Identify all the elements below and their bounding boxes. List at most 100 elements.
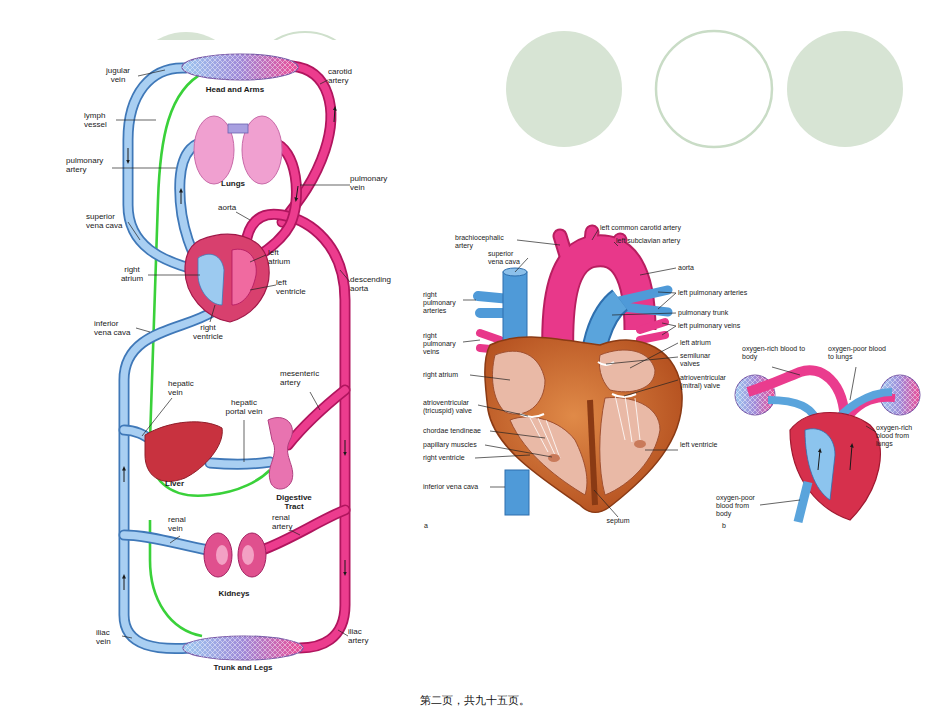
part-label: carotid artery bbox=[328, 68, 364, 86]
heart-organ bbox=[232, 249, 256, 305]
lungs-organ bbox=[228, 124, 248, 133]
digestive-organ bbox=[268, 418, 293, 489]
leader-line bbox=[210, 305, 215, 322]
leader-line bbox=[244, 420, 245, 462]
flow-arrow bbox=[128, 148, 129, 162]
leader-line bbox=[470, 375, 510, 380]
part-label: atrioventricular (tricuspid) valve bbox=[423, 399, 487, 415]
organ-name: Trunk and Legs bbox=[198, 664, 288, 673]
artery-vessel bbox=[262, 510, 345, 550]
heart-anatomy bbox=[520, 362, 636, 417]
part-label: superior vena cava bbox=[86, 213, 128, 231]
capillary-bed bbox=[182, 54, 303, 660]
leader-line bbox=[490, 487, 505, 488]
liver-organ bbox=[145, 422, 222, 482]
kidney-organ bbox=[216, 545, 228, 565]
leader-line bbox=[594, 490, 618, 517]
flow-schematic bbox=[866, 426, 876, 432]
leader-line bbox=[475, 455, 530, 458]
organ-name: Kidneys bbox=[212, 590, 256, 599]
artery-vessel bbox=[282, 66, 331, 222]
part-label: right atrium bbox=[116, 266, 148, 284]
part-label: right pulmonary veins bbox=[423, 332, 463, 355]
image-panel bbox=[68, 40, 368, 678]
leader-line bbox=[463, 340, 480, 342]
leader-line bbox=[116, 120, 156, 121]
part-label: left pulmonary arteries bbox=[678, 289, 788, 297]
leader-line bbox=[300, 185, 350, 186]
part-label: lymph vessel bbox=[84, 112, 116, 130]
leader-line bbox=[250, 255, 266, 262]
part-label: right ventricle bbox=[423, 454, 503, 462]
leader-line bbox=[142, 398, 172, 436]
part-label: descending aorta bbox=[350, 276, 400, 294]
part-label: iliac artery bbox=[348, 628, 380, 646]
part-label: atrioventricular (mitral) valve bbox=[680, 374, 744, 390]
organ-name: Liver bbox=[165, 480, 195, 489]
part-label: aorta bbox=[218, 204, 248, 213]
leader-line bbox=[463, 300, 476, 301]
flow-arrow bbox=[124, 108, 345, 590]
part-label: right ventricle bbox=[188, 324, 228, 342]
vein-vessel bbox=[124, 535, 208, 550]
vein-vessel bbox=[210, 462, 270, 464]
part-label: pulmonary trunk bbox=[678, 309, 758, 317]
part-label: left ventricle bbox=[276, 279, 316, 297]
organ-name: Digestive Tract bbox=[270, 494, 318, 512]
leader-line bbox=[250, 285, 276, 290]
part-label: oxygen-poor blood from body bbox=[716, 494, 762, 517]
capillary-bed bbox=[182, 54, 298, 80]
part-label: renal artery bbox=[272, 514, 304, 532]
part-label: semilunar valves bbox=[680, 352, 720, 368]
part-label: inferior vena cava bbox=[94, 320, 136, 338]
page-caption: 第二页，共九十五页。 bbox=[0, 693, 950, 708]
flow-arrow bbox=[334, 108, 335, 122]
flow-schematic bbox=[850, 367, 856, 400]
part-label: hepatic portal vein bbox=[222, 399, 266, 417]
artery-vessel bbox=[262, 510, 345, 550]
part-label: papillary muscles bbox=[423, 441, 503, 449]
part-label: oxygen-poor blood to lungs bbox=[828, 345, 892, 361]
part-label: right atrium bbox=[423, 371, 483, 379]
slide-decor bbox=[506, 31, 622, 147]
part-label: oxygen-rich blood to body bbox=[742, 345, 806, 361]
artery-vessel bbox=[282, 66, 331, 222]
kidney-organ bbox=[242, 545, 254, 565]
organ-name: Lungs bbox=[215, 180, 251, 189]
heart-organ bbox=[198, 254, 224, 305]
heart-anatomy bbox=[548, 454, 560, 462]
part-label: left ventricle bbox=[680, 441, 720, 449]
part-label: left atrium bbox=[268, 249, 298, 267]
leader-line bbox=[236, 212, 250, 220]
flow-arrow bbox=[124, 576, 125, 590]
capillary-bed bbox=[182, 54, 298, 80]
heart-anatomy bbox=[600, 397, 660, 495]
heart-anatomy bbox=[505, 470, 529, 515]
part-label: jugular vein bbox=[100, 67, 136, 85]
part-label: superior vena cava bbox=[488, 250, 528, 266]
vein-vessel bbox=[210, 462, 270, 464]
flow-arrow bbox=[345, 440, 346, 454]
leader-line bbox=[485, 445, 552, 457]
slide-decor bbox=[787, 31, 903, 147]
part-label: left pulmonary veins bbox=[678, 322, 768, 330]
leader-line bbox=[612, 313, 676, 315]
vein-vessel bbox=[124, 312, 212, 649]
vein-vessel bbox=[124, 312, 212, 649]
leader-line bbox=[662, 323, 676, 335]
flow-schematic bbox=[818, 450, 820, 470]
part-label: pulmonary artery bbox=[66, 157, 112, 175]
leader-line bbox=[592, 230, 598, 240]
flow-arrow bbox=[124, 468, 125, 482]
flow-arrow bbox=[345, 560, 346, 574]
leader-line bbox=[517, 240, 560, 245]
flow-arrow bbox=[181, 190, 182, 204]
leader-line bbox=[128, 222, 140, 240]
part-label: iliac vein bbox=[96, 629, 122, 647]
part-label: hepatic vein bbox=[168, 380, 202, 398]
lungs-organ bbox=[194, 116, 282, 184]
liver-organ bbox=[145, 422, 222, 482]
image-panel bbox=[422, 222, 925, 532]
organ-name: Head and Arms bbox=[190, 86, 280, 95]
vein-vessel bbox=[124, 535, 208, 550]
